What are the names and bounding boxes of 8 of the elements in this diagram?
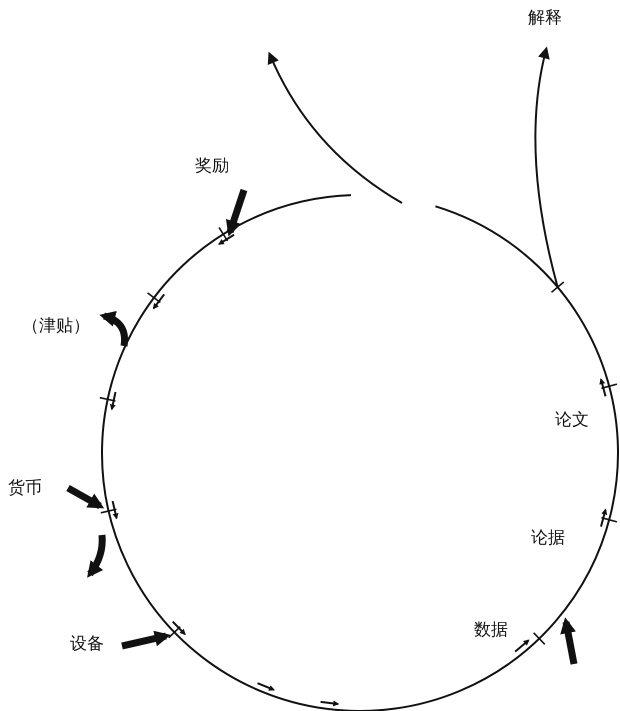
cycle-label: （津贴） [22, 316, 90, 336]
cycle-label: 论据 [531, 528, 565, 548]
cycle-label: 货币 [8, 478, 42, 498]
cycle-label: 奖励 [195, 156, 229, 176]
cycle-label: 解释 [528, 8, 562, 28]
cycle-label: 数据 [474, 620, 508, 640]
cycle-label: 论文 [555, 410, 589, 430]
cycle-label: 设备 [70, 634, 104, 654]
